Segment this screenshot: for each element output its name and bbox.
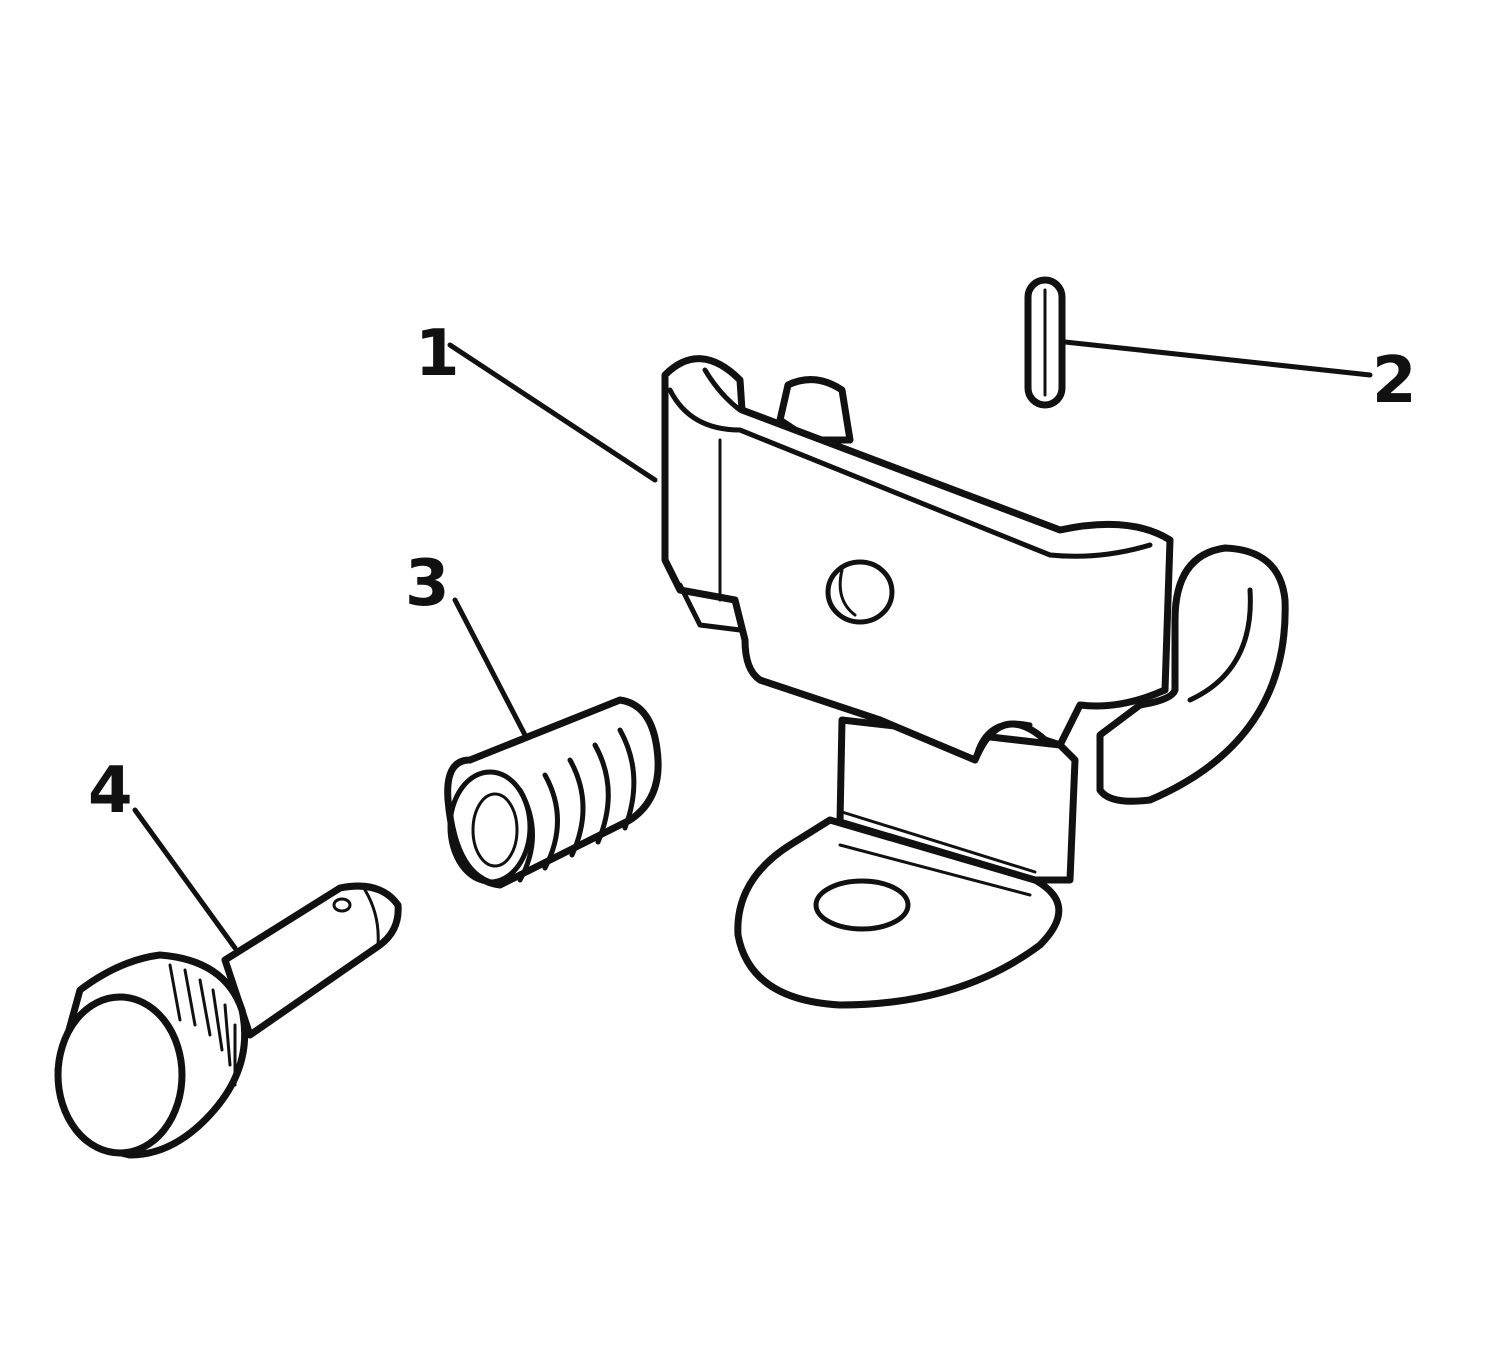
leader-line-4 bbox=[132, 807, 238, 951]
pin-clip-part bbox=[1024, 276, 1066, 409]
thumb-screw-face bbox=[54, 993, 186, 1157]
leader-line-3 bbox=[452, 597, 528, 738]
bracket-plate bbox=[661, 355, 1174, 764]
callout-label-2: 2 bbox=[1372, 344, 1417, 418]
foot-mounting-hole bbox=[813, 878, 911, 932]
thumb-screw-part bbox=[54, 882, 402, 1159]
bracket-hook bbox=[1096, 544, 1289, 805]
callout-label-1: 1 bbox=[415, 317, 460, 391]
bracket-top-tab bbox=[776, 376, 854, 444]
callout-label-4: 4 bbox=[88, 754, 133, 828]
bracket-part bbox=[661, 355, 1289, 1009]
thumb-screw-shank bbox=[221, 882, 402, 1039]
plate-screw-hole bbox=[825, 559, 895, 625]
spring-part bbox=[444, 696, 662, 889]
leader-line-1 bbox=[447, 342, 658, 483]
leader-line-2 bbox=[1062, 339, 1373, 378]
callout-label-3: 3 bbox=[405, 547, 450, 621]
